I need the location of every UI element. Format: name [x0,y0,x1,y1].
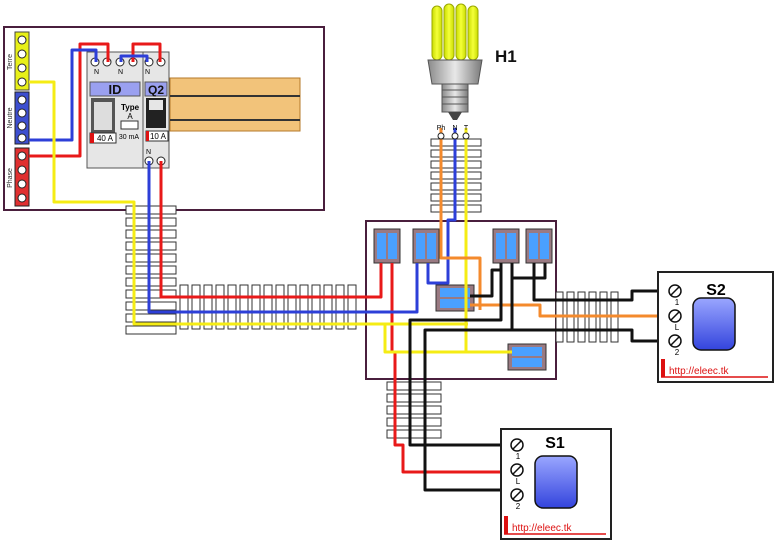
switch-s1: S1 1 L 2 http://eleec.tk [500,428,612,540]
wago-connector [412,228,440,264]
s2-label: S2 [706,282,726,299]
traveler-wire [532,263,666,302]
terre-label: Terre [7,54,14,70]
s1-credit: http://eleec.tk [512,523,572,534]
id-type-label: Type [121,103,140,112]
phase-wire [159,161,383,299]
cfl-bulb-icon [427,3,483,120]
s1-label: S1 [545,435,565,452]
id-top-term-1: N [94,69,99,76]
phase-label: Phase [7,168,14,188]
earth-terminal-bar: Terre [7,31,30,91]
id-rating: 40 A [97,134,114,143]
wago-connector [373,228,401,264]
lamp-terminal-t: T [464,125,469,132]
neutral-wire [119,54,149,62]
id-breaker-name: ID [109,82,122,97]
traveler-wire [470,268,501,298]
earth-wire [29,80,468,326]
s1-term-1: 1 [516,452,521,461]
lamp-terminal-n: N [452,125,457,132]
q2-bottom-term: N [146,149,151,156]
traveler-wire [510,263,666,343]
lamp-phase-wire [439,128,482,310]
conduit-panel-to-box [125,205,357,335]
s2-term-1: 1 [675,298,680,307]
s2-term-l: L [675,323,680,332]
phase-wire [131,42,162,62]
lamp-phase-wire [470,303,666,318]
conduit-to-s1 [386,381,442,439]
wago-connector [525,228,553,264]
s1-term-2: 2 [516,502,521,511]
id-sensitivity: 30 mA [119,134,140,141]
switch-s2: S2 1 L 2 http://eleec.tk [657,271,774,383]
rocker-button-icon [692,297,736,351]
neutre-label: Neutre [7,107,14,128]
neutral-wire [426,128,457,285]
wires [29,42,666,492]
neutral-wire [29,48,98,142]
lamp-label: H1 [495,47,517,66]
lamp-terminal-ph: Ph [437,125,446,132]
s2-credit: http://eleec.tk [669,366,729,377]
q2-breaker-name: Q2 [148,83,164,97]
id-breaker: ID Type A 40 A 30 mA N N [86,51,144,169]
wago-connector [507,343,547,371]
s2-term-2: 2 [675,348,680,357]
neutral-wire [147,161,419,314]
id-top-term-2: N [118,69,123,76]
q2-breaker: Q2 10 A N N [142,51,170,169]
wago-connector [492,228,520,264]
neutral-terminal-bar: Neutre [7,91,30,145]
phase-wire [29,42,110,158]
id-type-value: A [127,112,133,121]
traveler-wire [408,263,512,447]
q2-rating: 10 A [150,132,167,141]
wago-connector [435,284,475,312]
rocker-button-icon [534,455,578,509]
s1-term-l: L [516,477,521,486]
earth-wire [383,324,512,354]
phase-terminal-bar: Phase [7,147,30,207]
lamp-h1: H1 Ph N T [427,3,517,140]
q2-top-term: N [145,69,150,76]
